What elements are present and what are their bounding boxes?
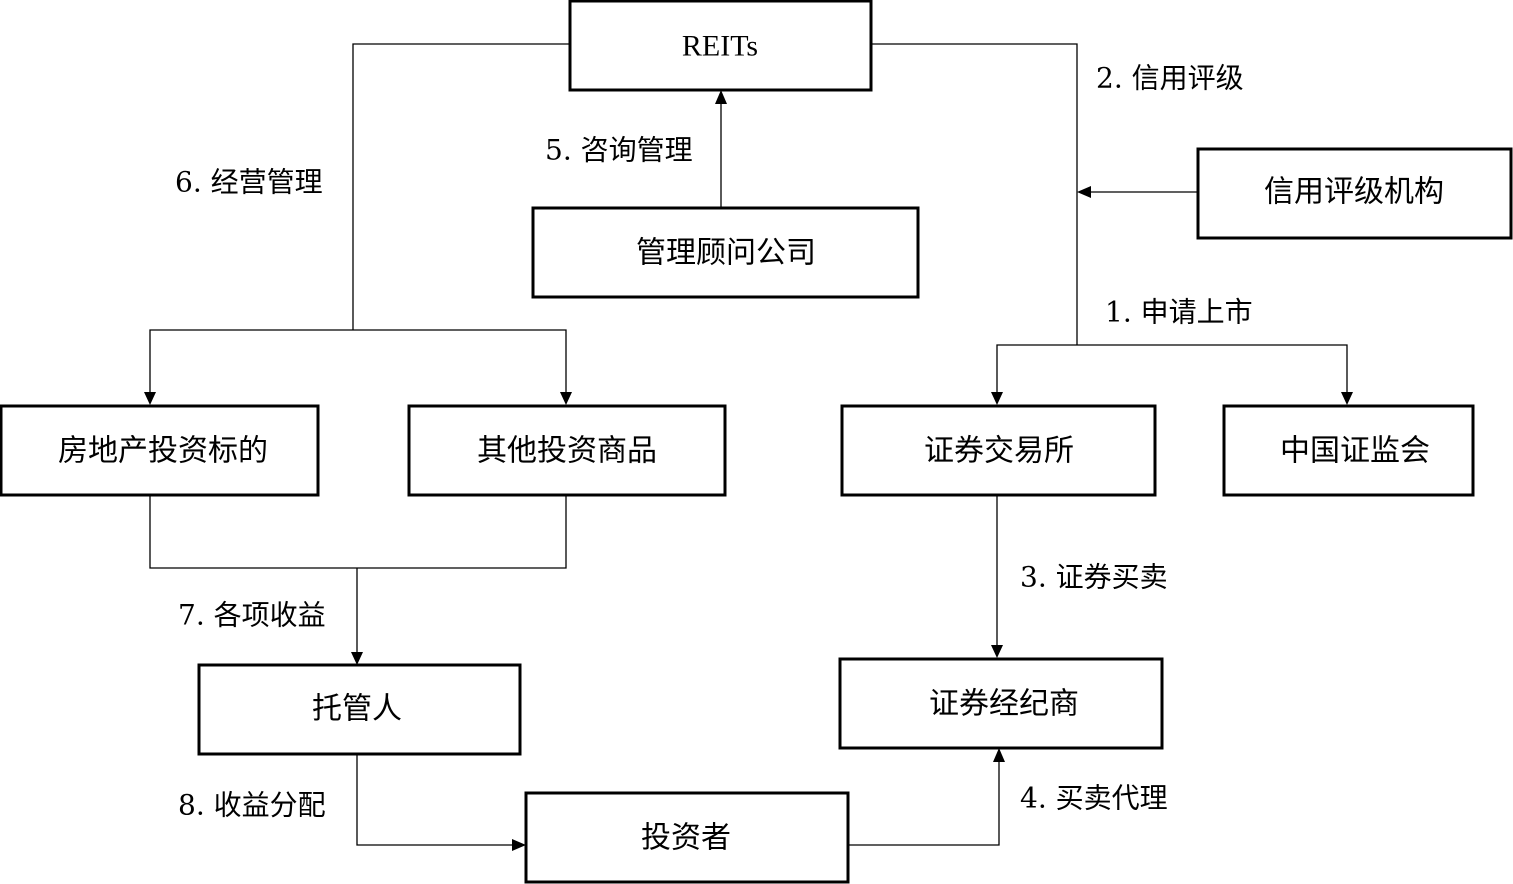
connector-returns (149, 495, 567, 652)
node-consulting-firm: 管理顾问公司 (531, 206, 920, 299)
connector-reits-to-listing (871, 43, 1078, 345)
edge-label-distribution: 8. 收益分配 (178, 789, 326, 822)
node-consulting-firm-label: 管理顾问公司 (636, 236, 816, 271)
arrowhead-to-real-estate (144, 392, 156, 405)
node-reits-label: REITs (682, 30, 758, 63)
arrowhead-to-broker (991, 645, 1003, 658)
connector-agency (848, 762, 1000, 846)
edge-label-consulting: 5. 咨询管理 (545, 134, 693, 167)
arrowhead-to-stock-exchange (991, 392, 1003, 405)
arrowhead-agency-to-broker (993, 748, 1005, 762)
arrowhead-to-csrc (1341, 392, 1353, 405)
node-custodian-label: 托管人 (312, 692, 402, 727)
edge-label-listing: 1. 申请上市 (1105, 296, 1253, 329)
edge-label-operation: 6. 经营管理 (175, 166, 323, 199)
edge-label-trading: 3. 证券买卖 (1020, 561, 1168, 594)
node-other-investments-label: 其他投资商品 (477, 434, 657, 469)
arrowhead-to-investors (512, 839, 526, 851)
node-stock-exchange-label: 证券交易所 (924, 434, 1074, 469)
node-csrc: 中国证监会 (1222, 404, 1475, 497)
node-rating-agency: 信用评级机构 (1196, 147, 1513, 240)
edge-label-returns: 7. 各项收益 (178, 599, 326, 632)
node-rating-agency-label: 信用评级机构 (1264, 175, 1444, 210)
connector-asset-split (149, 329, 567, 392)
edge-label-credit-rating: 2. 信用评级 (1096, 62, 1244, 95)
connector-reits-to-assets (352, 43, 570, 330)
arrowhead-to-custodian (351, 652, 363, 665)
edge-label-agency: 4. 买卖代理 (1020, 782, 1168, 815)
node-other-investments: 其他投资商品 (407, 404, 727, 497)
node-broker: 证券经纪商 (838, 657, 1164, 750)
node-real-estate-label: 房地产投资标的 (58, 434, 268, 469)
connector-distribution (356, 754, 512, 846)
arrowhead-to-other-investments (560, 392, 572, 405)
connector-listing-split (996, 344, 1348, 392)
node-reits: REITs (568, 0, 873, 92)
node-custodian: 托管人 (197, 663, 522, 756)
node-csrc-label: 中国证监会 (1280, 434, 1430, 469)
node-real-estate: 房地产投资标的 (0, 404, 320, 497)
node-investors: 投资者 (524, 791, 850, 884)
node-stock-exchange: 证券交易所 (840, 404, 1157, 497)
node-broker-label: 证券经纪商 (929, 687, 1079, 722)
node-investors-label: 投资者 (641, 821, 731, 856)
arrowhead-rating (1077, 186, 1091, 198)
arrowhead-to-reits (715, 90, 727, 104)
